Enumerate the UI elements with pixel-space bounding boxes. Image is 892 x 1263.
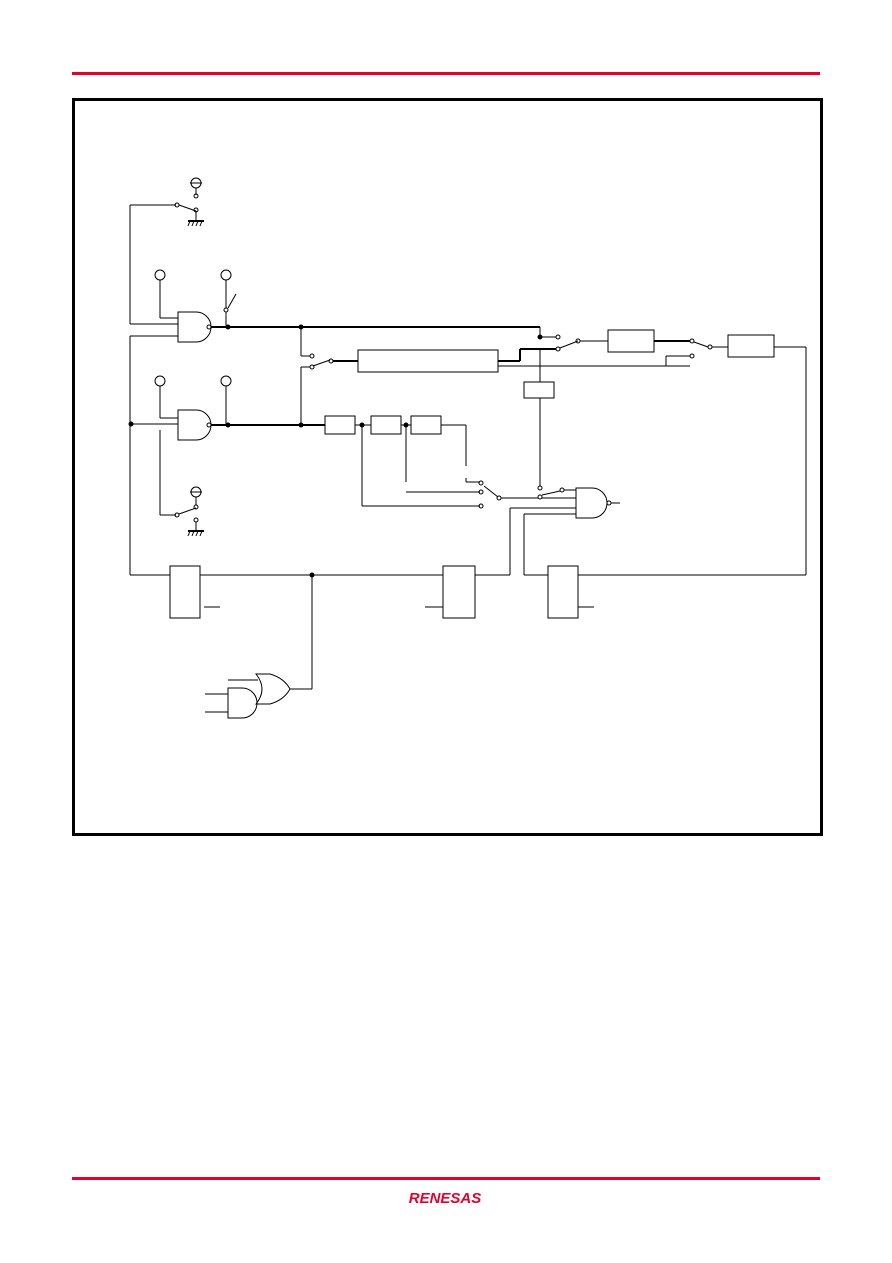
svg-text:RENESAS: RENESAS — [409, 1190, 482, 1207]
diagram-frame — [72, 98, 823, 836]
and-gate-cluster — [227, 687, 258, 719]
header-rule — [72, 72, 820, 75]
control-box — [523, 381, 555, 399]
chain-box-3 — [410, 415, 442, 435]
or-gate — [254, 673, 291, 705]
register-box-b — [727, 334, 775, 358]
and-gate-lower — [177, 409, 212, 441]
top-switch — [130, 177, 204, 227]
footer-rule — [72, 1177, 820, 1180]
logic-circuit-diagram — [128, 177, 807, 719]
chain-box-2 — [370, 415, 402, 435]
bottom-switch — [174, 486, 204, 537]
renesas-logo: RENESAS — [409, 1190, 482, 1207]
register-box-a — [607, 329, 655, 353]
and-gate-right — [575, 487, 608, 519]
bottom-box-1 — [169, 565, 201, 619]
bottom-box-3 — [547, 565, 579, 619]
and-gate-upper — [177, 311, 212, 343]
wide-register-box — [357, 349, 499, 373]
chain-box-1 — [324, 415, 356, 435]
bottom-box-2 — [442, 565, 476, 619]
